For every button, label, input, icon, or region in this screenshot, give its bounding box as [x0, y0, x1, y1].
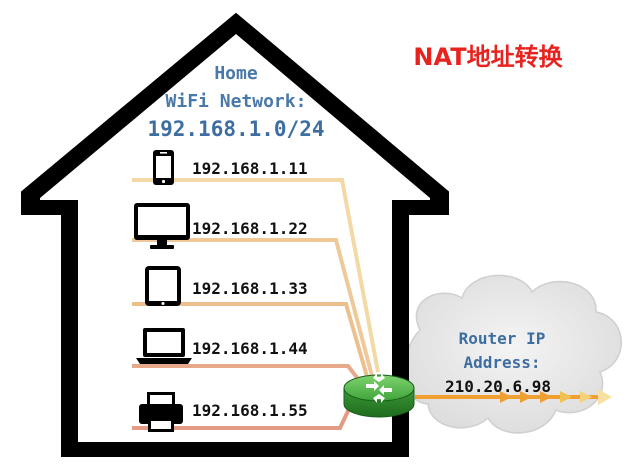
watermark: 悟空问答 [526, 444, 598, 461]
laptop-icon [136, 328, 192, 364]
network-title-line2: WiFi Network: [166, 91, 307, 112]
device-ip-4: 192.168.1.44 [192, 339, 308, 358]
desktop-monitor-icon [134, 203, 190, 249]
outbound-arrows [415, 389, 612, 405]
connection-line-1 [132, 178, 380, 373]
router-label-line2: Address: [463, 353, 540, 372]
network-title-line1: Home [214, 63, 258, 84]
internet-cloud [403, 274, 623, 434]
nat-title: NAT地址转换 [413, 43, 563, 71]
device-ip-1: 192.168.1.11 [192, 159, 308, 178]
network-subnet: 192.168.1.0/24 [147, 117, 324, 141]
router-label-line1: Router IP [459, 329, 546, 348]
device-ip-2: 192.168.1.22 [192, 219, 308, 238]
connection-line-2 [132, 238, 374, 377]
router-ip: 210.20.6.98 [445, 377, 551, 396]
watermark-text: 悟空问答 [546, 445, 598, 461]
connection-line-3 [132, 302, 370, 381]
router-icon [343, 373, 415, 418]
smartphone-icon [153, 150, 174, 185]
device-ip-5: 192.168.1.55 [192, 401, 308, 420]
tablet-icon [145, 266, 181, 306]
device-ip-3: 192.168.1.33 [192, 279, 308, 298]
printer-icon [139, 392, 183, 432]
